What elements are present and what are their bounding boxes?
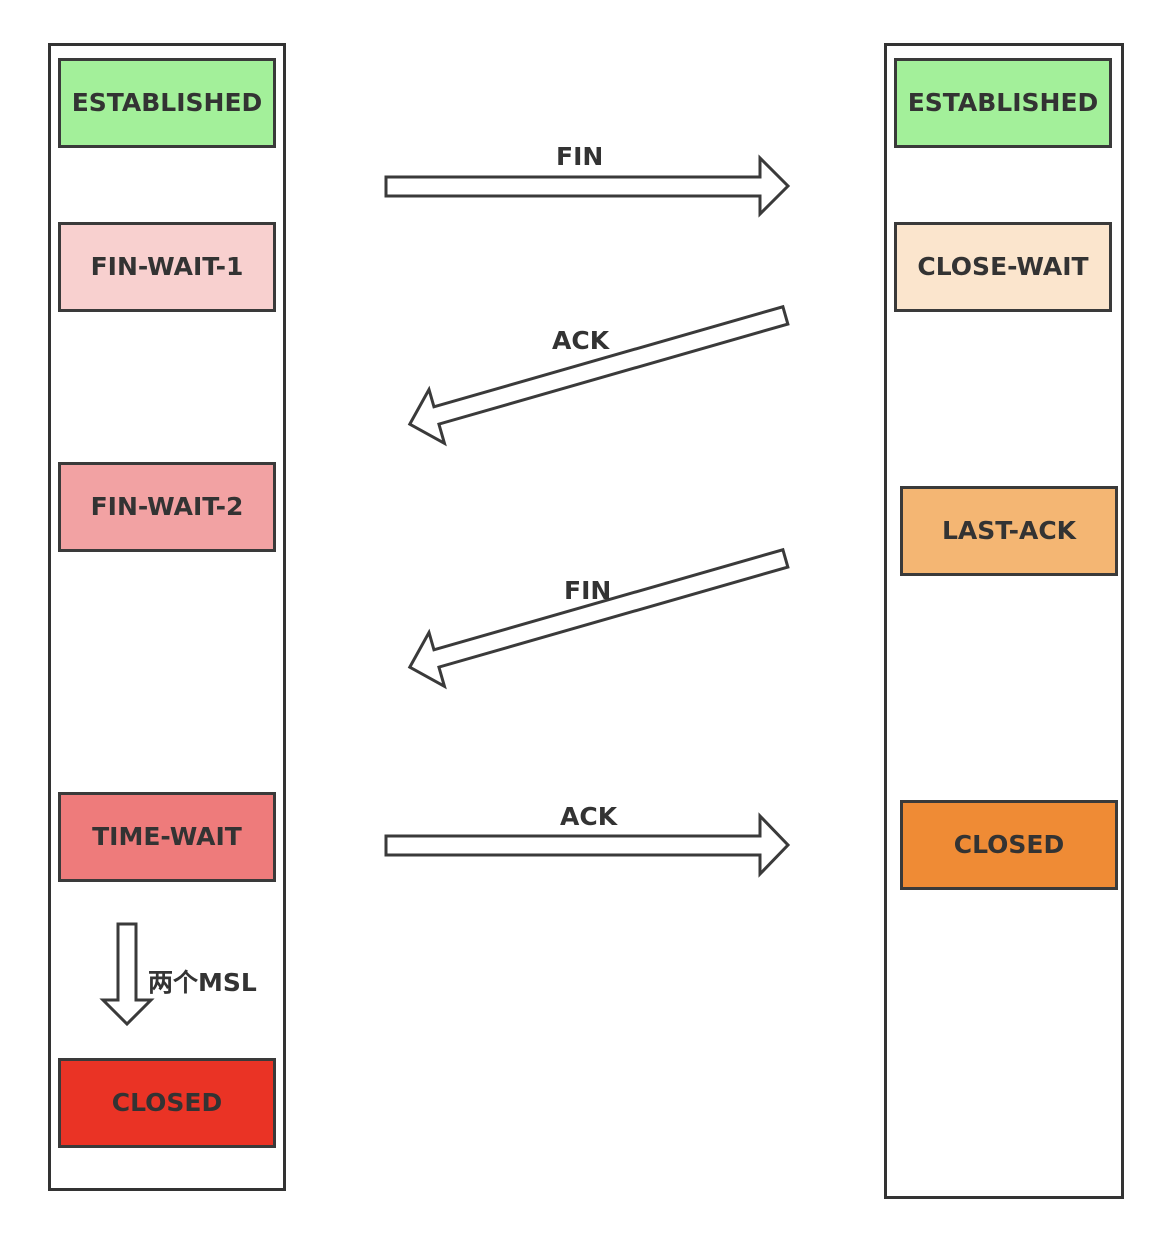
client-state-fin-wait-1: FIN-WAIT-1 — [58, 222, 276, 312]
server-state-established: ESTABLISHED — [894, 58, 1112, 148]
client-state-time-wait: TIME-WAIT — [58, 792, 276, 882]
server-state-closed: CLOSED — [900, 800, 1118, 890]
fin-left-arrow-icon — [407, 547, 790, 690]
down-arrow-icon — [99, 922, 155, 1027]
server-state-close-wait: CLOSE-WAIT — [894, 222, 1112, 312]
message-label-ack-1: ACK — [552, 326, 610, 355]
ack-left-arrow-icon — [407, 304, 790, 447]
message-label-ack-2: ACK — [560, 802, 618, 831]
fin-right-arrow-icon — [384, 154, 791, 218]
client-state-fin-wait-2: FIN-WAIT-2 — [58, 462, 276, 552]
message-label-fin-2: FIN — [564, 576, 612, 605]
two-msl-label: 两个MSL — [148, 968, 257, 997]
server-state-last-ack: LAST-ACK — [900, 486, 1118, 576]
client-state-established: ESTABLISHED — [58, 58, 276, 148]
ack-right-arrow-icon — [384, 812, 791, 878]
message-label-fin-1: FIN — [556, 142, 604, 171]
client-state-closed: CLOSED — [58, 1058, 276, 1148]
